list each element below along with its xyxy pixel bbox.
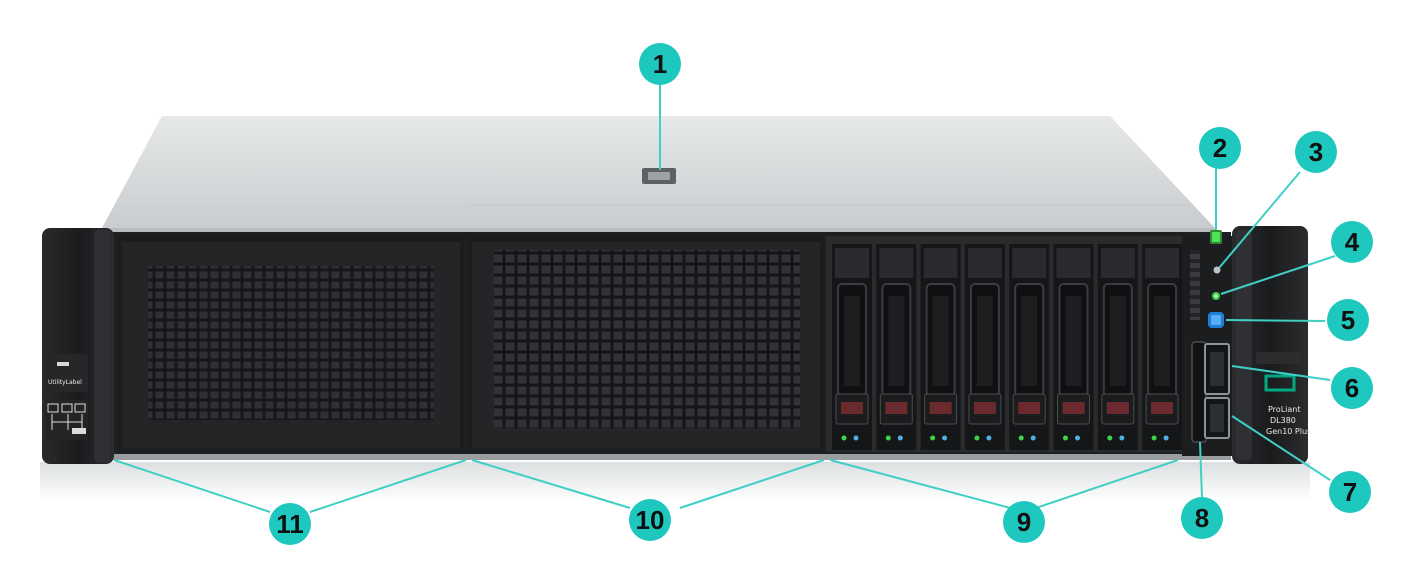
drive-activity-led <box>885 435 891 441</box>
drive-status-led <box>986 435 992 441</box>
serial-label-icon <box>46 400 88 440</box>
access-panel-latch[interactable] <box>642 168 676 184</box>
callout-line-11b <box>309 459 467 513</box>
health-led <box>1213 266 1221 274</box>
usb-port[interactable] <box>1204 397 1230 439</box>
callout-6: 6 <box>1331 367 1373 409</box>
drive-status-led <box>1030 435 1036 441</box>
callout-line-5 <box>1225 319 1326 322</box>
drive-status-led <box>853 435 859 441</box>
floor-shadow <box>40 462 1310 502</box>
drive-bay-8[interactable] <box>1142 244 1183 450</box>
callout-line-9b <box>1029 459 1179 511</box>
uid-button[interactable] <box>1208 312 1224 328</box>
drive-bay-5[interactable] <box>1009 244 1050 450</box>
svg-text:4: 4 <box>1345 227 1360 257</box>
callout-3: 3 <box>1295 131 1337 173</box>
svg-text:UtilityLabel: UtilityLabel <box>48 379 82 386</box>
callout-8: 8 <box>1181 497 1223 539</box>
svg-text:9: 9 <box>1017 507 1031 537</box>
drive-activity-led <box>930 435 936 441</box>
vent-strip <box>1190 250 1200 320</box>
callout-line-7 <box>1231 415 1331 481</box>
drive-activity-led <box>1018 435 1024 441</box>
svg-text:2: 2 <box>1213 133 1227 163</box>
drive-box-3 <box>826 236 1183 452</box>
drive-box-2 <box>468 236 824 452</box>
callout-5: 5 <box>1327 299 1369 341</box>
svg-text:6: 6 <box>1345 373 1359 403</box>
drive-activity-led <box>974 435 980 441</box>
svg-text:5: 5 <box>1341 305 1355 335</box>
right-rack-ear: ProLiant DL380 Gen10 Plus <box>1232 226 1311 464</box>
callout-2: 2 <box>1199 127 1241 169</box>
drive-activity-led <box>1151 435 1157 441</box>
svg-text:11: 11 <box>276 509 304 539</box>
drive-bay-3[interactable] <box>920 244 961 450</box>
svg-text:1: 1 <box>653 49 667 79</box>
drive-status-led <box>1075 435 1080 441</box>
drive-box-1 <box>116 236 464 452</box>
callout-4: 4 <box>1331 221 1373 263</box>
callout-line-6 <box>1231 365 1331 381</box>
svg-text:Gen10 Plus: Gen10 Plus <box>1266 427 1311 436</box>
drive-activity-led <box>841 435 847 441</box>
drive-status-led <box>1163 435 1169 441</box>
callout-10: 10 <box>629 499 671 541</box>
callout-7: 7 <box>1329 471 1371 513</box>
front-io-panel <box>1182 230 1234 456</box>
power-button[interactable] <box>1210 230 1222 244</box>
hpe-logo-icon <box>1264 374 1296 392</box>
callout-line-9a <box>829 459 1019 511</box>
drive-activity-led <box>1063 435 1068 441</box>
svg-text:3: 3 <box>1309 137 1323 167</box>
drive-bay-2[interactable] <box>876 244 917 450</box>
callout-line-10b <box>679 459 825 509</box>
svg-text:10: 10 <box>636 505 665 535</box>
drive-bay-6[interactable] <box>1053 244 1094 450</box>
svg-text:ProLiant: ProLiant <box>1268 405 1300 414</box>
left-rack-ear: UtilityLabel <box>42 228 114 464</box>
svg-text:DL380: DL380 <box>1270 416 1296 425</box>
drive-status-led <box>942 435 948 441</box>
svg-text:8: 8 <box>1195 503 1209 533</box>
display-port[interactable] <box>1191 341 1207 443</box>
drive-bay-7[interactable] <box>1097 244 1138 450</box>
callout-line-3 <box>1218 171 1301 269</box>
callout-11: 11 <box>269 503 311 545</box>
drive-activity-led <box>1107 435 1113 441</box>
nic-status-led <box>1212 292 1220 300</box>
callout-line-4 <box>1220 255 1336 295</box>
callout-lines <box>113 84 1336 513</box>
drive-bay-1[interactable] <box>832 244 872 450</box>
callout-badges: 1 2 3 4 5 6 7 8 <box>269 43 1373 545</box>
drive-status-led <box>897 435 903 441</box>
callout-line-11a <box>113 459 271 513</box>
callout-9: 9 <box>1003 501 1045 543</box>
svg-text:7: 7 <box>1343 477 1357 507</box>
ilo-service-port[interactable] <box>1204 343 1230 395</box>
drive-bay-4[interactable] <box>964 244 1005 450</box>
callout-1: 1 <box>639 43 681 85</box>
hpe-logo-icon <box>57 362 69 366</box>
callout-line-8 <box>1199 441 1203 499</box>
callout-line-10a <box>471 459 631 509</box>
drive-status-led <box>1119 435 1125 441</box>
